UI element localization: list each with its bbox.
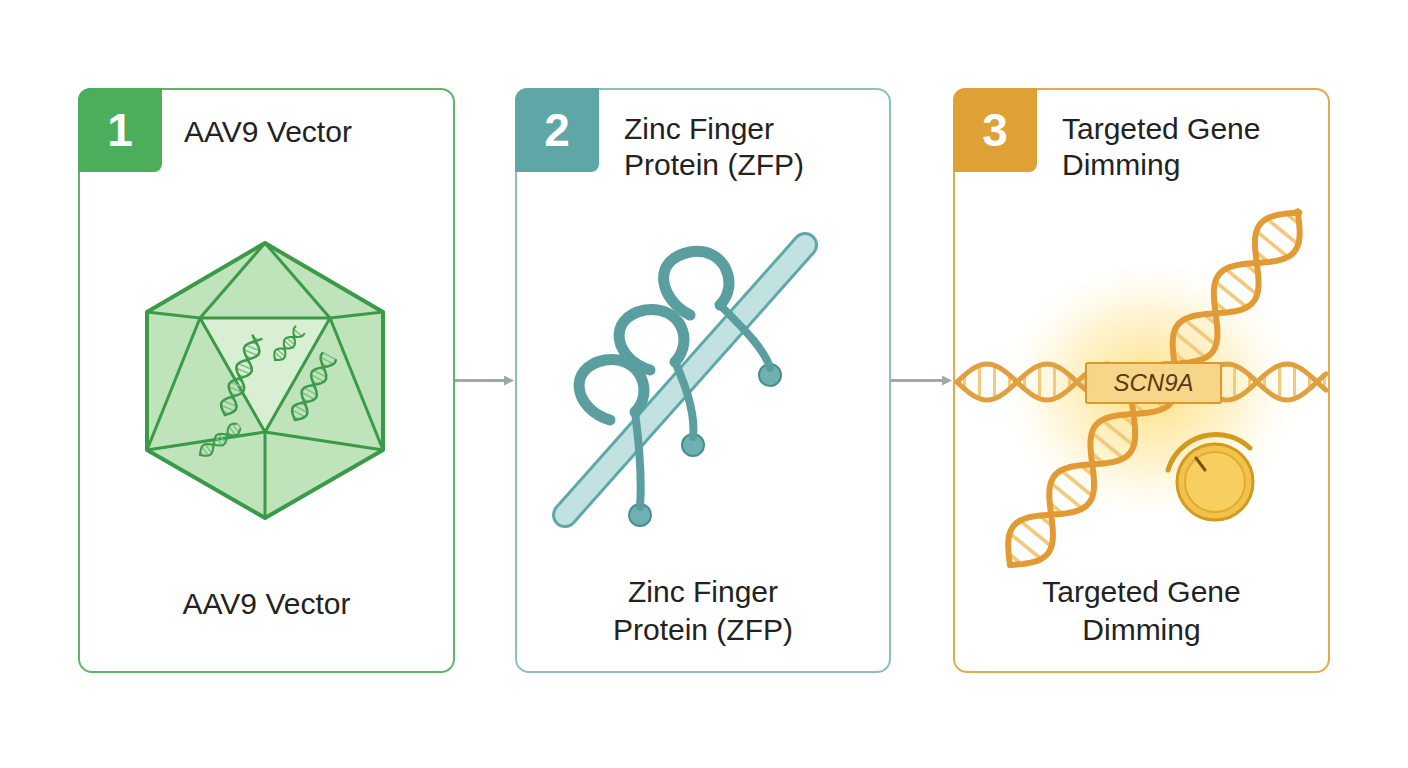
step-heading: AAV9 Vector [184,114,444,150]
dna-icon [957,211,1326,565]
caption-wrap: Targeted Gene Dimming [955,573,1328,649]
step-panel: Zinc Finger Protein (ZFP) Zinc Finger Pro… [515,88,891,673]
step-number: 2 [515,88,599,172]
caption-wrap: AAV9 Vector [80,585,453,623]
step-caption: Targeted Gene Dimming [1012,573,1272,649]
step-number-text: 1 [107,103,133,157]
step-number-text: 2 [544,103,570,157]
gene-name: SCN9A [1113,369,1193,397]
caption-wrap: Zinc Finger Protein (ZFP) [517,573,889,649]
flow-arrow [455,379,511,382]
step-heading: Zinc Finger Protein (ZFP) [624,111,839,183]
step-caption: Zinc Finger Protein (ZFP) [588,573,818,649]
step-heading: Targeted Gene Dimming [1062,111,1277,183]
zfp-icon [565,245,805,526]
step-number: 1 [78,88,162,172]
gene-label: SCN9A [1085,362,1222,404]
step-caption: AAV9 Vector [137,585,397,623]
step-number-text: 3 [982,103,1008,157]
flow-arrow [891,379,949,382]
capsid-icon [147,243,383,518]
step-number: 3 [953,88,1037,172]
